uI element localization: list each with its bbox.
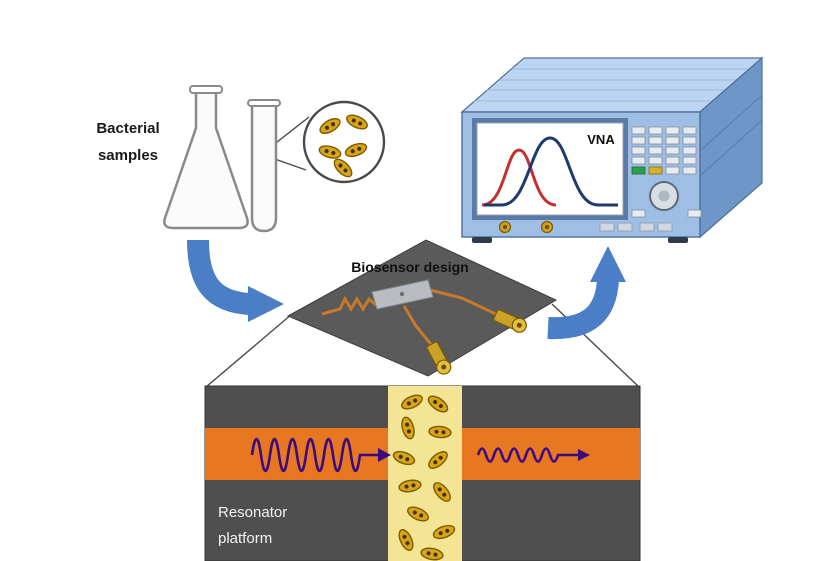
label-line: Bacterial <box>96 120 159 137</box>
flask-lip <box>189 85 223 94</box>
zoom-lines <box>271 116 310 171</box>
biosensor-design-label: Biosensor design <box>351 259 468 275</box>
arrow-samples-to-biosensor <box>187 239 284 322</box>
bacteria-magnifier <box>302 100 386 184</box>
microstrip-meander <box>321 295 377 316</box>
vna-foot <box>668 237 688 243</box>
vna-button[interactable] <box>648 156 663 165</box>
vna-button[interactable] <box>665 126 680 135</box>
vna-button[interactable] <box>631 136 646 145</box>
vna-button[interactable] <box>665 156 680 165</box>
vna-label: VNA <box>587 132 615 147</box>
resonator-platform-label: platform <box>218 530 272 547</box>
vna-button[interactable] <box>631 146 646 155</box>
microstrip-trace-down <box>402 305 436 349</box>
vna-module-slot <box>657 222 673 232</box>
vna-button[interactable] <box>665 166 680 175</box>
wave-path <box>250 437 380 473</box>
vna-button[interactable] <box>687 209 702 218</box>
vna-instrument: VNA <box>460 56 764 243</box>
resonator-platform-panel: Resonator platform <box>204 385 641 561</box>
resonator-platform-label: Resonator <box>218 504 287 521</box>
wave-arrow-head-icon <box>578 449 590 461</box>
vna-button[interactable] <box>648 136 663 145</box>
wave-arrow-head-icon <box>378 448 391 462</box>
input-signal-wave <box>250 437 391 473</box>
vna-button-yellow[interactable] <box>648 166 663 175</box>
attenuated-signal-wave <box>476 447 590 463</box>
vna-button[interactable] <box>631 126 646 135</box>
resonance-curve-blue <box>484 136 618 207</box>
vna-module-slot <box>617 222 633 232</box>
arrow-head-icon <box>590 246 626 282</box>
arrow-shaft <box>547 278 619 340</box>
vna-button[interactable] <box>682 166 697 175</box>
vna-button[interactable] <box>682 156 697 165</box>
vna-module-slot <box>639 222 655 232</box>
resonance-curve-red <box>481 148 557 207</box>
arrow-biosensor-to-vna <box>547 246 626 340</box>
microstrip-trace-right <box>429 288 501 318</box>
wave-path <box>476 447 580 463</box>
vna-control-panel <box>631 126 702 218</box>
tube-lip <box>247 99 281 107</box>
vna-button[interactable] <box>665 136 680 145</box>
vna-ports <box>472 220 688 243</box>
vna-button[interactable] <box>631 156 646 165</box>
label-line: samples <box>98 147 158 164</box>
board-substrate <box>286 239 558 377</box>
vna-screen: VNA <box>472 118 628 220</box>
vna-button[interactable] <box>631 209 646 218</box>
vna-button[interactable] <box>682 126 697 135</box>
vna-button[interactable] <box>648 146 663 155</box>
vna-button-green[interactable] <box>631 166 646 175</box>
vna-foot <box>472 237 492 243</box>
vna-button[interactable] <box>665 146 680 155</box>
erlenmeyer-flask-icon <box>163 85 249 230</box>
arrow-shaft <box>187 239 252 315</box>
vna-button[interactable] <box>682 146 697 155</box>
biosensor-board: Biosensor design <box>286 239 558 378</box>
vna-module-slot <box>599 222 615 232</box>
tube-glass <box>250 103 278 233</box>
test-tube-icon <box>247 99 281 233</box>
vna-button[interactable] <box>648 126 663 135</box>
arrow-head-icon <box>248 286 284 322</box>
bacterial-samples-label: Bacterial samples <box>96 120 159 164</box>
vna-button[interactable] <box>682 136 697 145</box>
flask-glass <box>163 93 249 230</box>
